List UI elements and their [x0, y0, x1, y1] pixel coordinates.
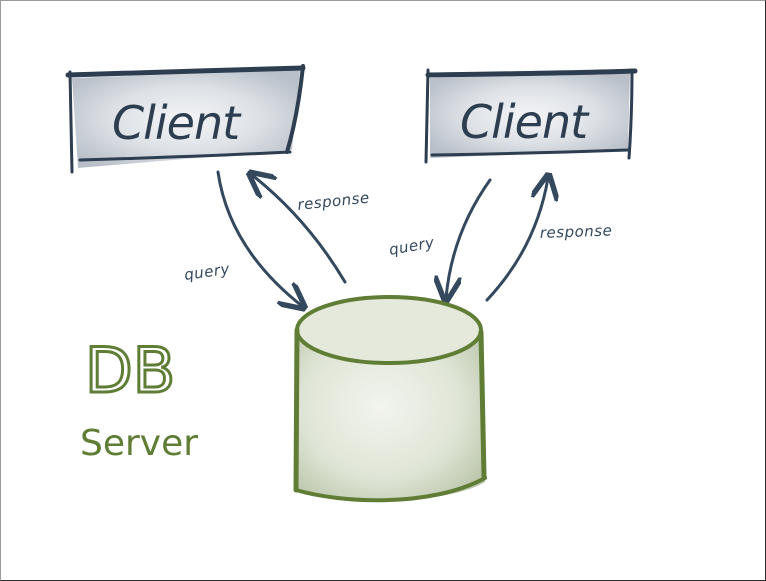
db-label-group: DB Server	[80, 333, 198, 465]
edge-label-query-left: query	[183, 260, 231, 284]
edge-label-query-right: query	[388, 233, 437, 259]
client-label-left: Client	[112, 96, 242, 150]
client-box-right: Client	[424, 68, 638, 164]
edge-right-query: query	[388, 178, 492, 298]
edge-label-response-right: response	[540, 221, 613, 242]
edge-right-response: response	[485, 178, 613, 302]
db-subtitle: Server	[80, 423, 198, 464]
edge-label-response-left: response	[297, 189, 371, 214]
client-label-right: Client	[460, 95, 590, 149]
client-box-left: Client	[65, 64, 306, 174]
db-cylinder	[293, 295, 487, 503]
edge-left-response: response	[252, 175, 371, 284]
edge-left-query: query	[183, 170, 302, 306]
db-title: DB	[85, 334, 175, 407]
